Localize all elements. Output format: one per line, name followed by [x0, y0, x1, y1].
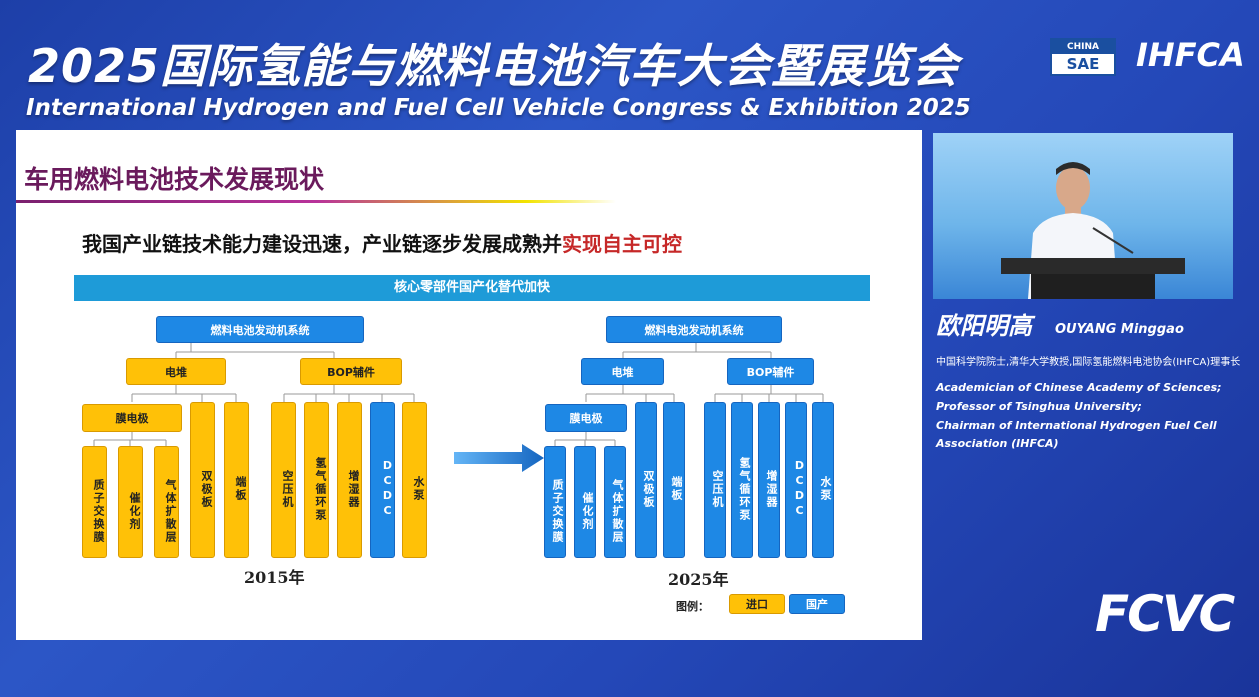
- d2025-bop: BOP辅件: [727, 358, 814, 385]
- d2025-bipolar-plate: 双极板: [635, 402, 657, 558]
- slide-title: 车用燃料电池技术发展现状: [24, 165, 325, 194]
- congress-title-en: International Hydrogen and Fuel Cell Veh…: [26, 95, 971, 121]
- core-parts-banner: 核心零部件国产化替代加快: [74, 275, 870, 301]
- sae-logo-bottom-text: SAE: [1066, 55, 1100, 73]
- podium-top: [1001, 258, 1185, 274]
- slide-subtitle: 我国产业链技术能力建设迅速，产业链逐步发展成熟并实现自主可控: [82, 228, 682, 257]
- d2015-mea: 膜电极: [82, 404, 182, 432]
- speaker-affiliation-en-4: Association (IHFCA): [936, 437, 1059, 450]
- d2015-bipolar-plate: 双极板: [190, 402, 215, 558]
- d2025-engine-system: 燃料电池发动机系统: [606, 316, 782, 343]
- d2015-catalyst: 催化剂: [118, 446, 143, 558]
- d2025-air-compressor: 空压机: [704, 402, 726, 558]
- d2015-bop: BOP辅件: [300, 358, 402, 385]
- podium-body: [1031, 274, 1155, 299]
- title-underline: [16, 200, 616, 203]
- d2025-catalyst: 催化剂: [574, 446, 596, 558]
- d2015-year: 2015年: [244, 568, 305, 587]
- d2015-stack: 电堆: [126, 358, 226, 385]
- subtitle-highlight: 实现自主可控: [562, 232, 682, 256]
- d2015-air-compressor: 空压机: [271, 402, 296, 558]
- d2015-engine-system: 燃料电池发动机系统: [156, 316, 364, 343]
- d2015-water-pump: 水泵: [402, 402, 427, 558]
- speaker-illustration: [1001, 162, 1185, 299]
- speaker-name-en: OUYANG Minggao: [1055, 322, 1184, 337]
- speaker-affiliation-en-2: Professor of Tsinghua University;: [936, 400, 1142, 413]
- transition-arrow-icon: [454, 444, 544, 472]
- tree-connectors: [93, 343, 824, 446]
- speaker-affiliation-en-3: Chairman of International Hydrogen Fuel …: [936, 419, 1217, 432]
- legend-import: 进口: [729, 594, 785, 614]
- d2025-end-plate: 端板: [663, 402, 685, 558]
- ihfca-logo: IHFCA: [1136, 36, 1245, 74]
- speaker-name-cn: 欧阳明高: [936, 312, 1032, 340]
- d2025-pem: 质子交换膜: [544, 446, 566, 558]
- d2015-hydrogen-pump: 氢气循环泵: [304, 402, 329, 558]
- d2025-water-pump: 水泵: [812, 402, 834, 558]
- d2015-dcdc: DCDC: [370, 402, 395, 558]
- d2015-end-plate: 端板: [224, 402, 249, 558]
- subtitle-main: 我国产业链技术能力建设迅速，产业链逐步发展成熟并: [82, 232, 562, 256]
- speaker-video: [933, 133, 1233, 299]
- d2025-dcdc: DCDC: [785, 402, 807, 558]
- legend-label: 图例：: [676, 600, 709, 613]
- fcvc-logo: FCVC: [1095, 585, 1235, 643]
- sae-logo-top-text: CHINA: [1052, 40, 1114, 54]
- d2015-gdl: 气体扩散层: [154, 446, 179, 558]
- d2025-mea: 膜电极: [545, 404, 627, 432]
- d2025-humidifier: 增湿器: [758, 402, 780, 558]
- d2025-stack: 电堆: [581, 358, 664, 385]
- d2025-gdl: 气体扩散层: [604, 446, 626, 558]
- speaker-affiliation-en-1: Academician of Chinese Academy of Scienc…: [936, 381, 1222, 394]
- speaker-affiliation-cn: 中国科学院院士,清华大学教授,国际氢能燃料电池协会(IHFCA)理事长: [936, 357, 1241, 368]
- speaker-head: [1056, 166, 1090, 210]
- d2015-humidifier: 增湿器: [337, 402, 362, 558]
- china-sae-logo: CHINA SAE: [1050, 38, 1116, 76]
- d2025-year: 2025年: [668, 570, 729, 589]
- legend-domestic: 国产: [789, 594, 845, 614]
- d2015-pem: 质子交换膜: [82, 446, 107, 558]
- congress-title-cn: 2025国际氢能与燃料电池汽车大会暨展览会: [28, 39, 960, 93]
- d2025-hydrogen-pump: 氢气循环泵: [731, 402, 753, 558]
- presentation-slide: 车用燃料电池技术发展现状 我国产业链技术能力建设迅速，产业链逐步发展成熟并实现自…: [16, 130, 922, 640]
